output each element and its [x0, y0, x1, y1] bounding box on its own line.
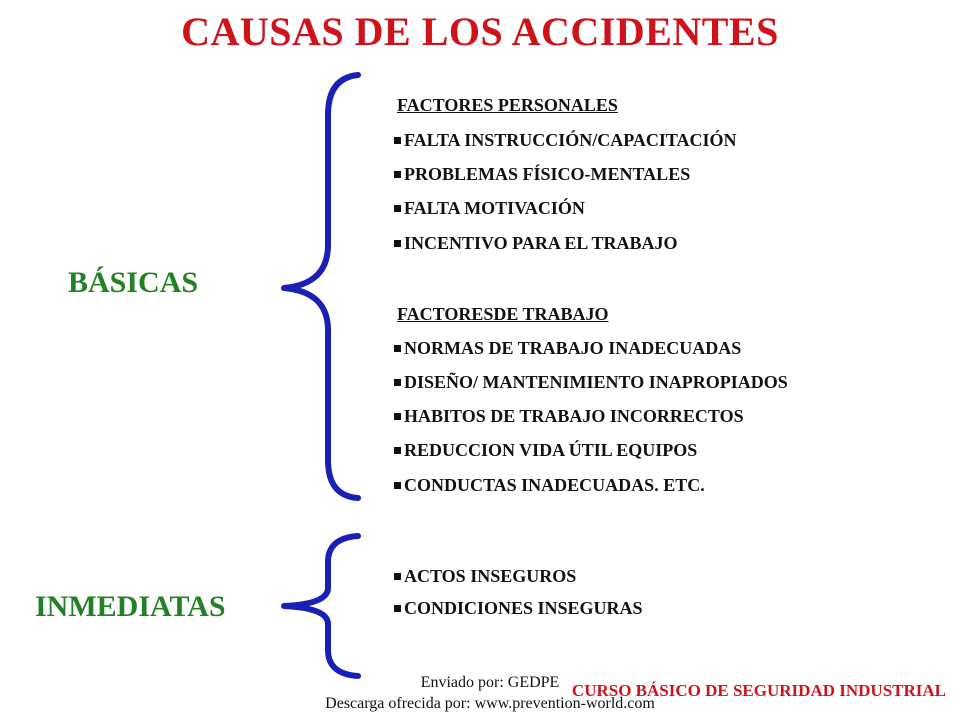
square-bullet-icon: [394, 137, 401, 144]
list-item: NORMAS DE TRABAJO INADECUADAS: [393, 338, 741, 359]
square-bullet-icon: [394, 482, 401, 489]
list-item: CONDUCTAS INADECUADAS. ETC.: [393, 475, 705, 496]
list-item: HABITOS DE TRABAJO INCORRECTOS: [393, 406, 744, 427]
footer-download: Descarga ofrecida por: www.prevention-wo…: [325, 695, 655, 712]
square-bullet-icon: [394, 379, 401, 386]
list-item: REDUCCION VIDA ÚTIL EQUIPOS: [393, 440, 697, 461]
square-bullet-icon: [394, 171, 401, 178]
list-item: INCENTIVO PARA EL TRABAJO: [393, 233, 678, 254]
list-item: FALTA INSTRUCCIÓN/CAPACITACIÓN: [393, 130, 737, 151]
list-item-label: CONDUCTAS INADECUADAS. ETC.: [404, 475, 705, 495]
group-label-inmediatas: INMEDIATAS: [35, 590, 226, 623]
list-item-label: NORMAS DE TRABAJO INADECUADAS: [404, 338, 742, 358]
square-bullet-icon: [394, 205, 401, 212]
square-bullet-icon: [394, 345, 401, 352]
footer-sent-by: Enviado por: GEDPE: [420, 674, 560, 691]
brace-inmediatas: [281, 533, 361, 679]
list-item-label: FALTA INSTRUCCIÓN/CAPACITACIÓN: [404, 130, 737, 150]
group-label-basicas: BÁSICAS: [68, 266, 199, 299]
list-item-label: CONDICIONES INSEGURAS: [404, 598, 643, 618]
list-item-label: INCENTIVO PARA EL TRABAJO: [404, 233, 678, 253]
brace-basicas-path: [281, 72, 361, 501]
list-item: PROBLEMAS FÍSICO-MENTALES: [393, 164, 690, 185]
list-item: DISEÑO/ MANTENIMIENTO INAPROPIADOS: [393, 372, 788, 393]
page-title: CAUSAS DE LOS ACCIDENTES: [181, 9, 779, 54]
list-item-label: DISEÑO/ MANTENIMIENTO INAPROPIADOS: [404, 372, 788, 392]
footer-course: CURSO BÁSICO DE SEGURIDAD INDUSTRIAL: [571, 681, 946, 700]
heading-factores-personales: FACTORES PERSONALES: [397, 95, 618, 115]
list-item-label: FALTA MOTIVACIÓN: [404, 198, 585, 218]
list-item-label: ACTOS INSEGUROS: [404, 566, 577, 586]
heading-factores-trabajo: FACTORESDE TRABAJO: [397, 304, 609, 324]
list-item: CONDICIONES INSEGURAS: [393, 598, 643, 619]
list-item: FALTA MOTIVACIÓN: [393, 198, 585, 219]
brace-inmediatas-path: [281, 533, 361, 679]
list-item-label: HABITOS DE TRABAJO INCORRECTOS: [404, 406, 744, 426]
square-bullet-icon: [394, 413, 401, 420]
square-bullet-icon: [394, 605, 401, 612]
list-item-label: REDUCCION VIDA ÚTIL EQUIPOS: [404, 440, 698, 460]
square-bullet-icon: [394, 240, 401, 247]
square-bullet-icon: [394, 447, 401, 454]
list-item: ACTOS INSEGUROS: [393, 566, 576, 587]
brace-basicas: [281, 72, 361, 501]
square-bullet-icon: [394, 573, 401, 580]
list-item-label: PROBLEMAS FÍSICO-MENTALES: [404, 164, 691, 184]
